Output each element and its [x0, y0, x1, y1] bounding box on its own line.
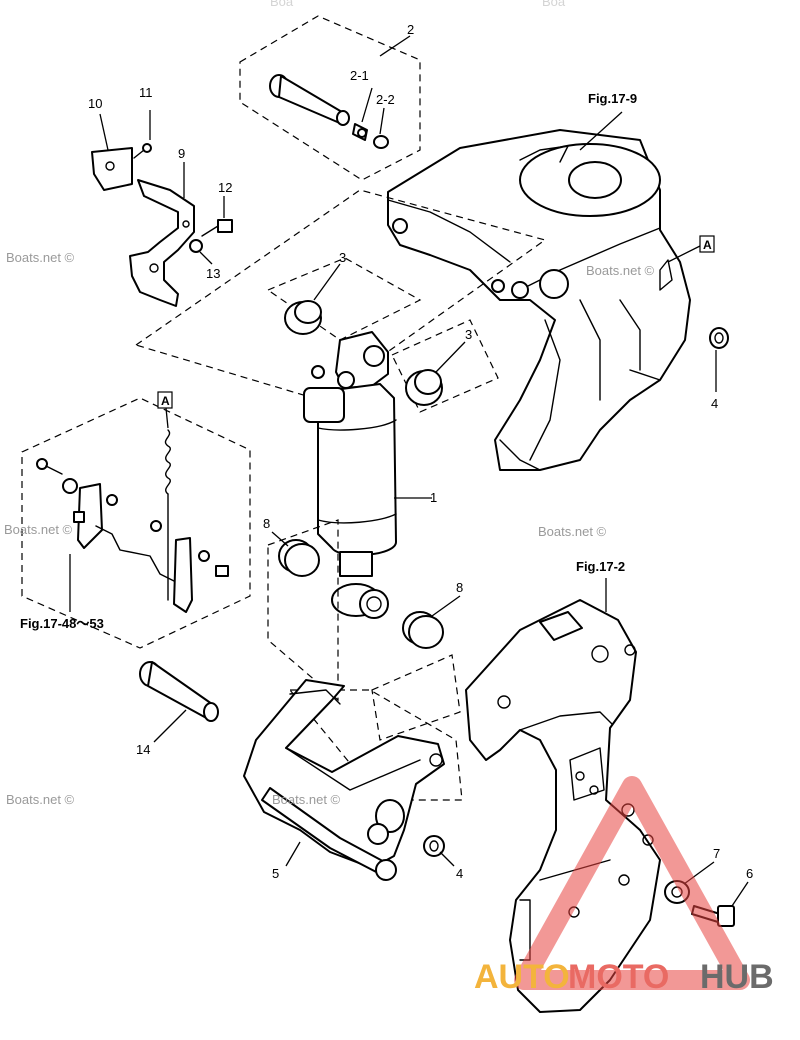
figref-linkage: Fig.17-48～53: [20, 616, 104, 631]
callout-13: 13: [206, 266, 220, 281]
leader-4-lower: [439, 851, 455, 867]
linkage-rod: [36, 458, 229, 613]
watermark-top-left: Boa: [270, 0, 294, 9]
bushing-plane-lower-right: [371, 654, 461, 741]
grease-nipple: [352, 123, 368, 141]
leader-14: [153, 709, 187, 743]
tilt-pin: [269, 74, 350, 126]
leader-6: [731, 881, 749, 907]
nut-13: [189, 239, 203, 253]
sensor-bracket: [129, 179, 195, 307]
sensor-plate: [91, 147, 133, 191]
callout-5: 5: [272, 866, 279, 881]
tilt-pin-14: [139, 661, 219, 722]
callout-3-left: 3: [339, 250, 346, 265]
marker-a-top: A: [703, 238, 712, 252]
leader-2-2: [379, 107, 385, 135]
logo-triangle-icon: [514, 776, 750, 990]
bushing-3-left: [284, 300, 322, 335]
logo-text-moto: MOTO: [568, 958, 669, 996]
watermark-middle-left: Boats.net ©: [4, 522, 73, 537]
callout-1: 1: [430, 490, 437, 505]
callout-14: 14: [136, 742, 150, 757]
pin-group-outline: [239, 15, 421, 181]
callout-2: 2: [407, 22, 414, 37]
automotohub-logo: AUTO MOTO HUB: [474, 776, 774, 996]
callout-2-2: 2-2: [376, 92, 395, 107]
callout-12: 12: [218, 180, 232, 195]
gas-cylinder: [303, 331, 397, 619]
leader-5: [285, 841, 301, 867]
marker-a-bottom: A: [161, 394, 170, 408]
leader-2-1: [361, 87, 373, 123]
leader-marker-a-bottom: [165, 407, 169, 429]
upper-mount-plane: [134, 189, 547, 401]
callout-7: 7: [713, 846, 720, 861]
callout-4-lower: 4: [456, 866, 463, 881]
bushing-8-right: [402, 611, 444, 649]
logo-text-hub: HUB: [700, 958, 774, 996]
bushing-8-left: [278, 539, 320, 577]
watermark-left: Boats.net ©: [6, 250, 75, 265]
leader-marker-a-top: [667, 245, 701, 263]
leader-fig17-9: [579, 111, 623, 151]
bolt-12: [201, 219, 233, 237]
leader-8-left: [271, 531, 289, 547]
screw-11: [133, 143, 152, 159]
callout-2-1: 2-1: [350, 68, 369, 83]
leader-2: [379, 35, 411, 57]
tilt-lever: [243, 679, 445, 881]
lever-mount-plane: [288, 689, 463, 801]
callout-8-right: 8: [456, 580, 463, 595]
callout-6: 6: [746, 866, 753, 881]
marker-a-top-box: [699, 235, 715, 253]
bushing-3-right: [405, 369, 443, 406]
watermark-top-right: Boa: [542, 0, 566, 9]
leader-8-right: [431, 595, 461, 617]
callout-4-upper: 4: [711, 396, 718, 411]
watermark-upper-right: Boats.net ©: [586, 263, 655, 278]
leader-3-right: [435, 341, 466, 373]
leader-13: [199, 251, 213, 265]
linkage-group-outline: [21, 397, 251, 649]
watermark-middle-right: Boats.net ©: [538, 524, 607, 539]
figref-clamp-bracket: Fig.17-2: [576, 559, 625, 574]
callout-3-right: 3: [465, 327, 472, 342]
cap: [373, 135, 389, 149]
watermark-lower-left: Boats.net ©: [6, 792, 75, 807]
swivel-bracket: [387, 129, 691, 471]
figref-swivel-bracket: Fig.17-9: [588, 91, 637, 106]
circlip-upper: [709, 327, 729, 349]
leader-3-left: [313, 263, 341, 301]
bushing-plane-right: [391, 319, 499, 413]
callout-11: 11: [139, 85, 153, 100]
bushing-plane-lower-left: [267, 519, 339, 702]
return-spring: [164, 429, 171, 601]
leader-10: [99, 113, 109, 151]
clamp-bracket: [465, 599, 661, 1013]
callout-10: 10: [88, 96, 102, 111]
logo-text-auto: AUTO: [474, 958, 570, 996]
watermark-lower-mid: Boats.net ©: [272, 792, 341, 807]
callout-9: 9: [178, 146, 185, 161]
callout-8-left: 8: [263, 516, 270, 531]
marker-a-bottom-box: [157, 391, 173, 409]
circlip-lower: [423, 835, 445, 857]
